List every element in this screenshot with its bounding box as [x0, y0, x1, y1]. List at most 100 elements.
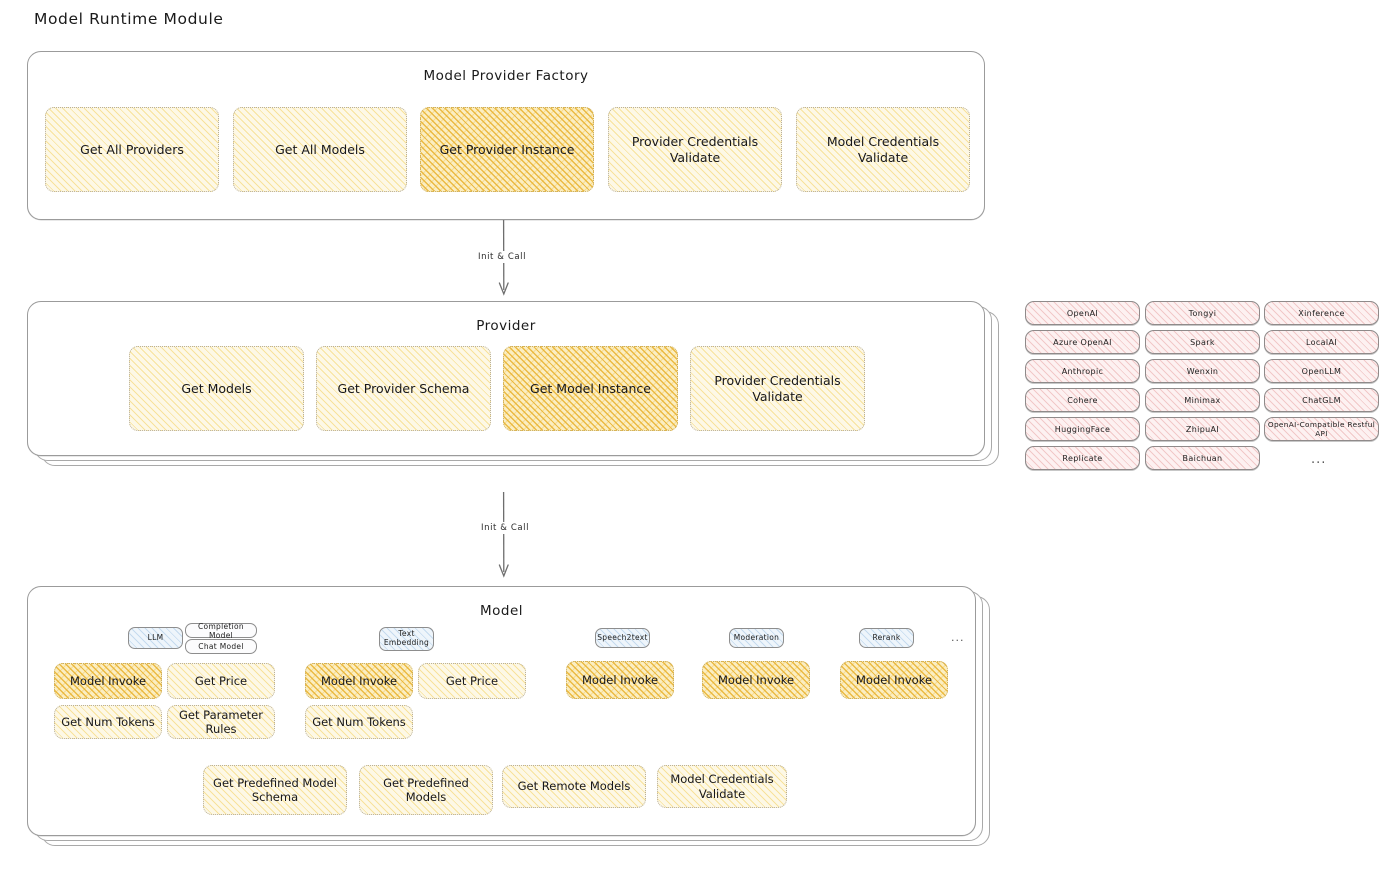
- provider-pill-label: HuggingFace: [1054, 424, 1111, 434]
- node-label: Get Predefined Model Schema: [213, 775, 337, 804]
- model-type-label: Text Embedding: [383, 629, 430, 647]
- model-node-get-remote-models[interactable]: Get Remote Models: [502, 765, 646, 808]
- node-label: Get Parameter Rules: [179, 707, 263, 736]
- provider-pill-openai[interactable]: OpenAI: [1025, 301, 1140, 325]
- provider-pill-openllm[interactable]: OpenLLM: [1264, 359, 1379, 383]
- node-label: Get Remote Models: [517, 779, 631, 794]
- provider-pill-spark[interactable]: Spark: [1145, 330, 1260, 354]
- provider-node-provider-credentials-validate[interactable]: Provider Credentials Validate: [690, 346, 865, 431]
- provider-pill-label: Cohere: [1067, 395, 1098, 405]
- provider-pill-label: OpenAI-Compatible Restful API: [1267, 420, 1376, 438]
- node-label: Get Num Tokens: [312, 714, 406, 729]
- provider-pill-label: Azure OpenAI: [1053, 337, 1112, 347]
- provider-pill-label: Xinference: [1298, 308, 1345, 318]
- provider-pill-label: Wenxin: [1186, 366, 1219, 376]
- arrow-factory-to-provider-label: Init & Call: [474, 251, 531, 263]
- arrow-provider-to-model: [498, 491, 509, 578]
- provider-pill-xinference[interactable]: Xinference: [1264, 301, 1379, 325]
- model-provider-factory-title: Model Provider Factory: [423, 68, 589, 84]
- llm-node-model-invoke[interactable]: Model Invoke: [54, 663, 162, 699]
- speech2text-node-model-invoke[interactable]: Model Invoke: [566, 661, 674, 699]
- text-embedding-node-model-invoke[interactable]: Model Invoke: [305, 663, 413, 699]
- provider-pill-label: Anthropic: [1061, 366, 1104, 376]
- provider-pill-label: OpenLLM: [1301, 366, 1342, 376]
- llm-node-get-parameter-rules[interactable]: Get Parameter Rules: [167, 705, 275, 739]
- model-subtype-label: Chat Model: [198, 642, 244, 651]
- model-type-label: Moderation: [733, 632, 780, 642]
- provider-pill-replicate[interactable]: Replicate: [1025, 446, 1140, 470]
- model-subtype-pill-completion-model[interactable]: Completion Model: [185, 621, 257, 640]
- model-type-pill-text-embedding[interactable]: Text Embedding: [379, 627, 434, 651]
- provider-pill-wenxin[interactable]: Wenxin: [1145, 359, 1260, 383]
- node-label: Model Invoke: [855, 672, 933, 687]
- provider-pill-chatglm[interactable]: ChatGLM: [1264, 388, 1379, 412]
- provider-pill-cohere[interactable]: Cohere: [1025, 388, 1140, 412]
- text-embedding-node-get-num-tokens[interactable]: Get Num Tokens: [305, 705, 413, 739]
- provider-node-get-models[interactable]: Get Models: [129, 346, 304, 431]
- factory-node-label: Model Credentials Validate: [826, 133, 940, 165]
- provider-pill-zhipuai[interactable]: ZhipuAI: [1145, 417, 1260, 441]
- factory-node-label: Get All Models: [275, 141, 365, 157]
- provider-pill-label: OpenAI: [1066, 308, 1099, 318]
- llm-node-get-num-tokens[interactable]: Get Num Tokens: [54, 705, 162, 739]
- factory-node-get-all-providers[interactable]: Get All Providers: [45, 107, 219, 192]
- node-label: Get Price: [194, 673, 248, 688]
- page-title: Model Runtime Module: [34, 10, 224, 28]
- node-label: Get Price: [445, 673, 499, 688]
- provider-pill-minimax[interactable]: Minimax: [1145, 388, 1260, 412]
- model-type-pill-llm[interactable]: LLM: [128, 627, 183, 649]
- provider-node-label: Get Models: [181, 380, 252, 396]
- provider-node-get-model-instance[interactable]: Get Model Instance: [503, 346, 678, 431]
- provider-pill-label: ChatGLM: [1302, 395, 1341, 405]
- provider-pill-label: Baichuan: [1182, 453, 1223, 463]
- provider-node-label: Provider Credentials Validate: [714, 372, 841, 404]
- provider-pill-azure-openai[interactable]: Azure OpenAI: [1025, 330, 1140, 354]
- provider-node-label: Get Model Instance: [530, 380, 651, 396]
- provider-node-get-provider-schema[interactable]: Get Provider Schema: [316, 346, 491, 431]
- provider-pill-tongyi[interactable]: Tongyi: [1145, 301, 1260, 325]
- model-type-pill-rerank[interactable]: Rerank: [859, 628, 914, 648]
- arrow-provider-to-model-label: Init & Call: [477, 522, 534, 534]
- model-type-label: Speech2text: [597, 632, 648, 642]
- model-title: Model: [479, 603, 524, 619]
- model-subtype-label: Completion Model: [198, 621, 244, 640]
- model-node-get-predefined-models[interactable]: Get Predefined Models: [359, 765, 493, 815]
- factory-node-provider-credentials-validate[interactable]: Provider Credentials Validate: [608, 107, 782, 192]
- provider-pill-huggingface[interactable]: HuggingFace: [1025, 417, 1140, 441]
- provider-pill-openai-compatible-restful-api[interactable]: OpenAI-Compatible Restful API: [1264, 417, 1379, 441]
- model-subtype-pill-chat-model[interactable]: Chat Model: [185, 639, 257, 654]
- factory-node-get-provider-instance[interactable]: Get Provider Instance: [420, 107, 594, 192]
- factory-node-model-credentials-validate[interactable]: Model Credentials Validate: [796, 107, 970, 192]
- model-node-model-credentials-validate[interactable]: Model Credentials Validate: [657, 765, 787, 808]
- model-node-get-predefined-model-schema[interactable]: Get Predefined Model Schema: [203, 765, 347, 815]
- rerank-node-model-invoke[interactable]: Model Invoke: [840, 661, 948, 699]
- provider-pill-label: LocalAI: [1305, 337, 1338, 347]
- node-label: Model Invoke: [581, 672, 659, 687]
- provider-title: Provider: [476, 318, 536, 334]
- provider-pill-label: Minimax: [1184, 395, 1221, 405]
- model-type-pill-speech2text[interactable]: Speech2text: [595, 628, 650, 648]
- model-type-pill-moderation[interactable]: Moderation: [729, 628, 784, 648]
- provider-pill-localai[interactable]: LocalAI: [1264, 330, 1379, 354]
- model-type-label: Rerank: [872, 632, 901, 642]
- provider-pill-label: Tongyi: [1188, 308, 1217, 318]
- factory-node-label: Get All Providers: [80, 141, 184, 157]
- llm-node-get-price[interactable]: Get Price: [167, 663, 275, 699]
- factory-node-get-all-models[interactable]: Get All Models: [233, 107, 407, 192]
- provider-node-label: Get Provider Schema: [337, 380, 470, 396]
- provider-pill-anthropic[interactable]: Anthropic: [1025, 359, 1140, 383]
- moderation-node-model-invoke[interactable]: Model Invoke: [702, 661, 810, 699]
- model-types-more-indicator: ...: [951, 631, 965, 644]
- factory-node-label: Provider Credentials Validate: [631, 133, 759, 165]
- node-label: Get Num Tokens: [61, 714, 155, 729]
- text-embedding-node-get-price[interactable]: Get Price: [418, 663, 526, 699]
- provider-pill-label: Spark: [1190, 337, 1215, 347]
- node-label: Model Invoke: [69, 673, 147, 688]
- node-label: Get Predefined Models: [383, 775, 469, 804]
- provider-pill-baichuan[interactable]: Baichuan: [1145, 446, 1260, 470]
- factory-node-label: Get Provider Instance: [439, 141, 575, 157]
- node-label: Model Invoke: [320, 673, 398, 688]
- provider-list-more-indicator: ...: [1311, 452, 1327, 467]
- node-label: Model Credentials Validate: [670, 772, 774, 801]
